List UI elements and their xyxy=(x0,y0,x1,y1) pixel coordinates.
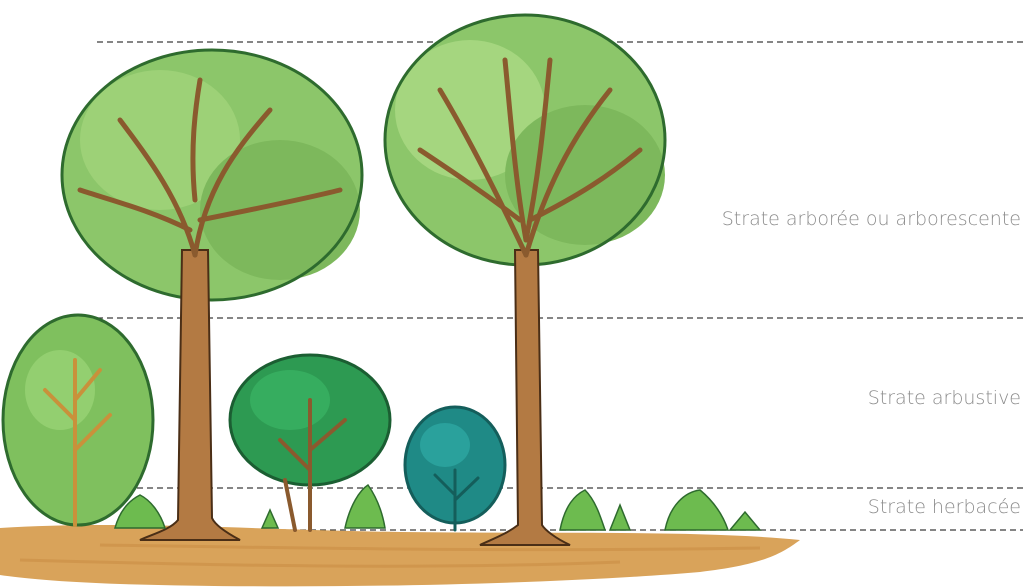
shrub-left xyxy=(3,315,153,525)
label-herbaceous-stratum: Strate herbacée xyxy=(868,496,1021,518)
label-arborescent-stratum: Strate arborée ou arborescente xyxy=(722,208,1021,230)
tree-left-canopy xyxy=(62,50,362,300)
ground xyxy=(0,525,800,586)
label-shrub-stratum: Strate arbustive xyxy=(868,387,1021,409)
shrub-teal xyxy=(405,407,505,530)
